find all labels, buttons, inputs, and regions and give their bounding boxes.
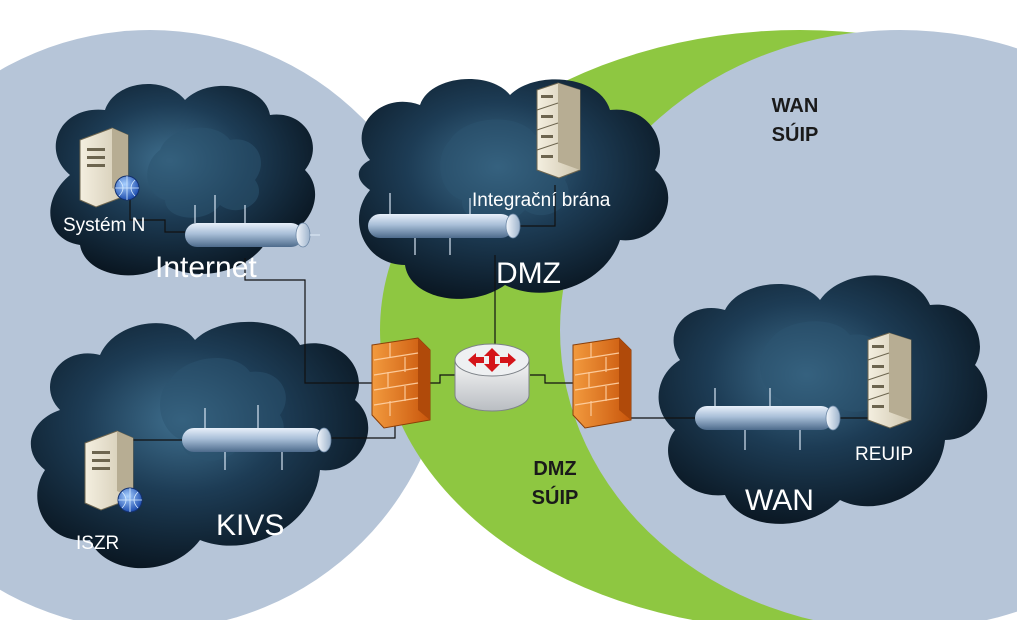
kivs-network-label: KIVS <box>216 509 284 542</box>
kivs-bus <box>182 405 332 470</box>
internet-bus <box>185 195 320 248</box>
internet-network-label: Internet <box>155 251 257 284</box>
integration-gateway-label: Integrační brána <box>472 190 611 211</box>
web-server-icon <box>84 430 143 513</box>
zone-wan-suip-title-line1: WAN <box>772 95 819 117</box>
web-server-icon <box>79 127 140 208</box>
cloud-wan <box>658 275 988 524</box>
firewall-icon <box>572 337 632 429</box>
dmz-bus <box>368 193 521 255</box>
server-rack-icon <box>867 332 912 429</box>
wan-network-label: WAN <box>745 484 814 517</box>
server-rack-icon <box>536 82 581 179</box>
router-icon <box>454 343 530 412</box>
zone-dmz-suip-title-line1: DMZ <box>533 458 576 480</box>
wan-bus <box>695 388 841 450</box>
system-n-label: Systém N <box>63 215 145 236</box>
zone-wan-suip-title-line2: SÚIP <box>772 122 819 146</box>
dmz-network-label: DMZ <box>496 257 561 290</box>
zone-dmz-suip-title-line2: SÚIP <box>532 485 579 509</box>
reuip-label: REUIP <box>855 444 913 465</box>
firewall-icon <box>371 337 431 429</box>
iszr-label: ISZR <box>76 533 119 554</box>
